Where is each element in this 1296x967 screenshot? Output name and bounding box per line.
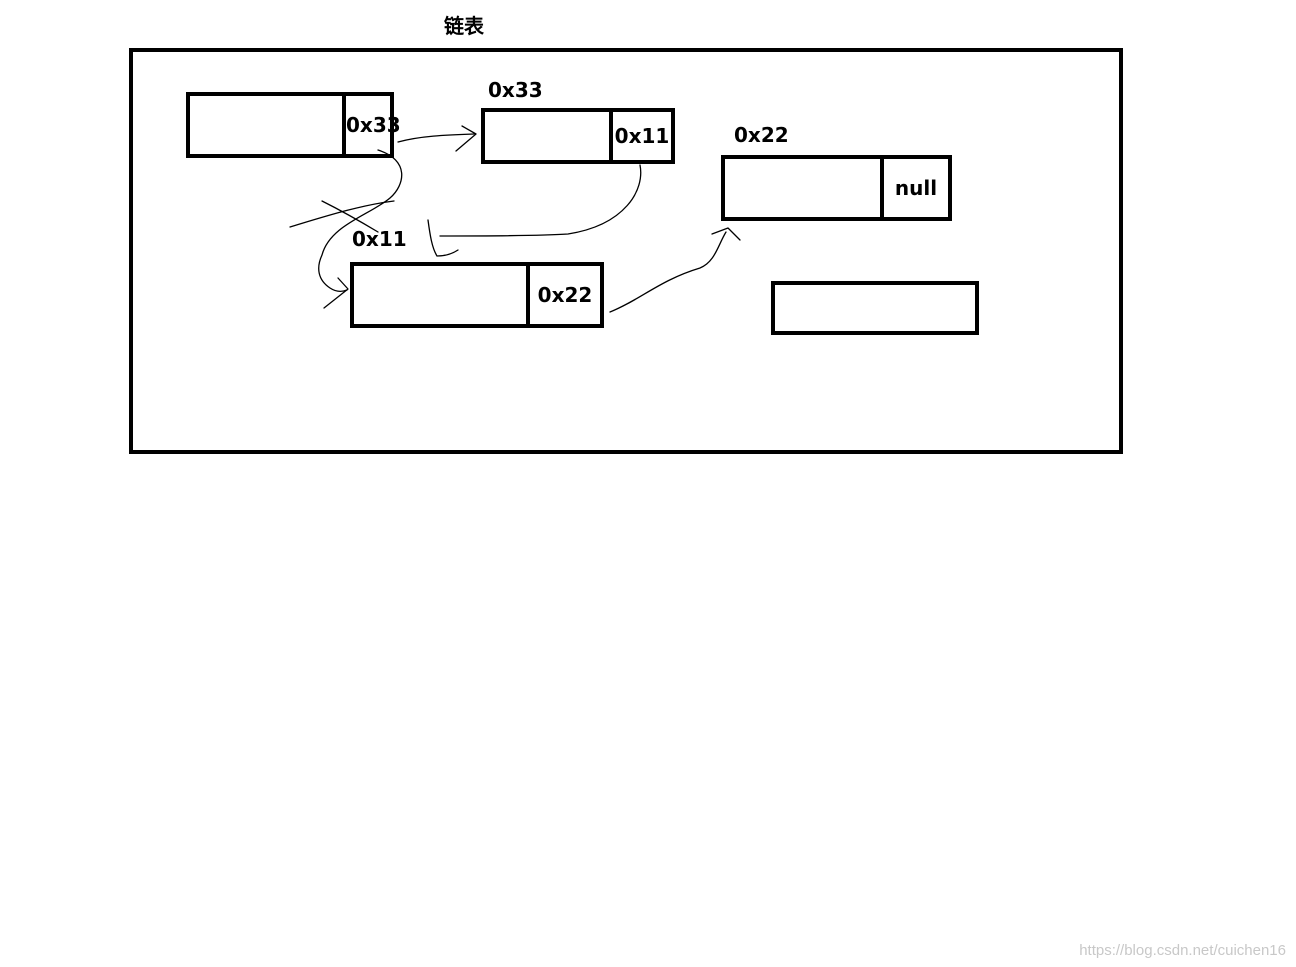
node-0x11: 0x22 — [350, 262, 604, 328]
node-address-label: 0x22 — [734, 123, 789, 147]
watermark-url: https://blog.csdn.net/cuichen16 — [1079, 942, 1286, 959]
scribble-mark — [321, 200, 379, 233]
arrowhead — [427, 219, 459, 257]
arrow-0x33-to-0x11 — [439, 164, 642, 237]
diagram-title: 链表 — [444, 14, 484, 38]
arrow-head-to-0x33 — [397, 133, 475, 143]
node-address-label: 0x33 — [488, 78, 543, 102]
arrow-0x11-to-0x22 — [609, 231, 727, 313]
node-next-pointer: null — [880, 159, 948, 217]
node-next-pointer: 0x11 — [609, 112, 671, 160]
node-next-pointer: 0x22 — [526, 266, 600, 324]
arrow-head-to-0x11 — [318, 149, 403, 292]
arrowhead — [455, 125, 477, 152]
node-0x33: 0x11 — [481, 108, 675, 164]
head-node: 0x33 — [186, 92, 401, 158]
scribble-mark — [289, 200, 395, 228]
empty-node — [771, 281, 979, 335]
arrowhead — [711, 227, 741, 241]
node-address-label: 0x11 — [352, 227, 407, 251]
node-0x22: null — [721, 155, 952, 221]
memory-frame — [129, 48, 1123, 454]
arrowhead — [323, 277, 349, 309]
